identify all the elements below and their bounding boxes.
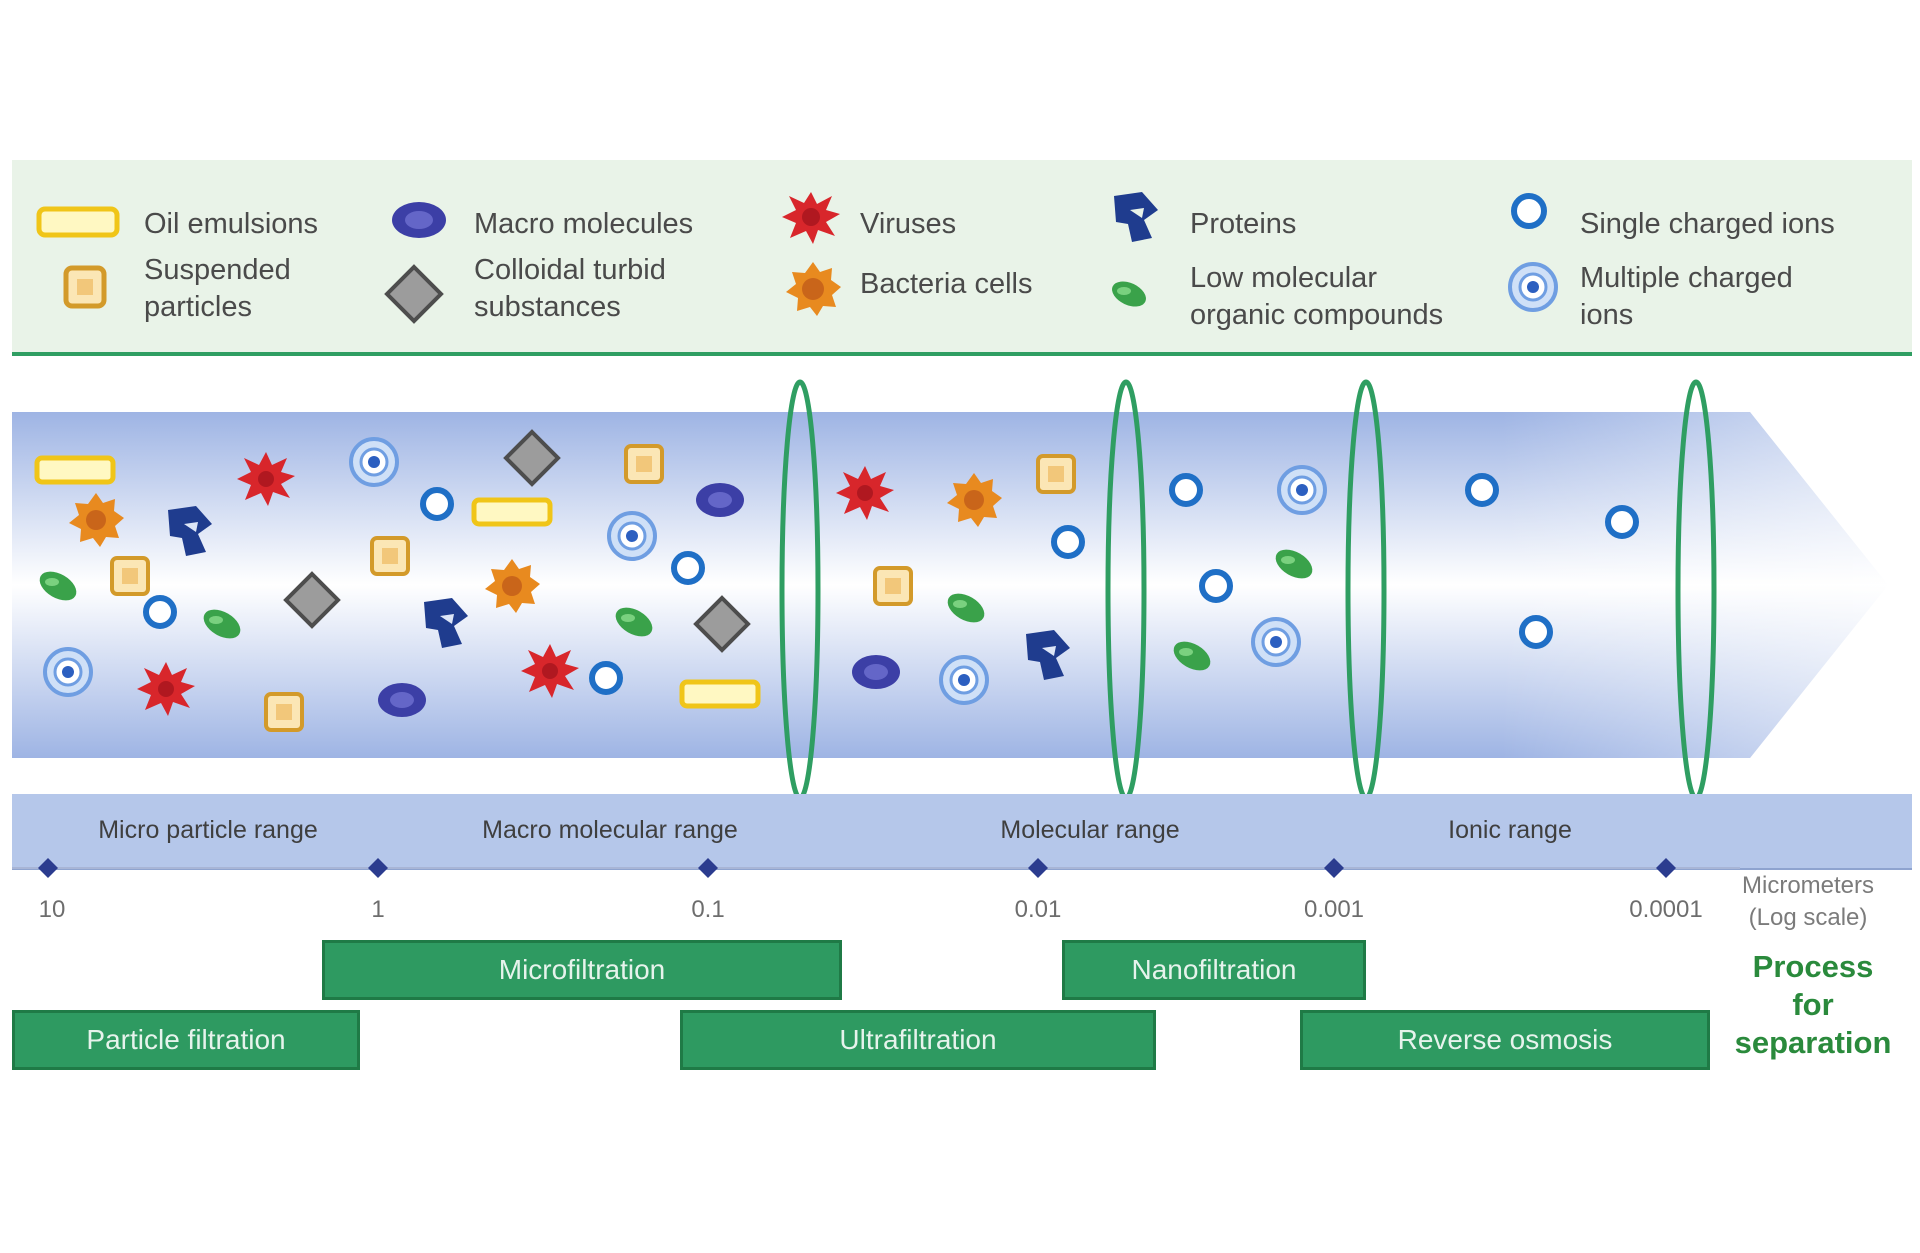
- colloidal-substance-icon: [283, 571, 341, 629]
- legend-label-macro-molecules: Macro molecules: [474, 208, 694, 240]
- process-microfiltration: Microfiltration: [322, 940, 842, 1000]
- legend-label-single-ions: Single charged ions: [1580, 208, 1835, 240]
- bacteria-icon: [786, 262, 841, 316]
- tick-label-0-0001: 0.0001: [1629, 896, 1703, 923]
- multiple-charged-ion-icon: [607, 511, 657, 561]
- legend-label-oil-emulsions: Oil emulsions: [144, 208, 319, 240]
- macro-molecule-icon: [392, 202, 446, 238]
- organic-compound-icon: [39, 571, 77, 601]
- oil-emulsion-icon: [34, 455, 116, 485]
- axis-unit-label: Micrometers (Log scale): [1742, 872, 1875, 931]
- virus-icon: [237, 452, 295, 506]
- particle-group: [34, 429, 1639, 732]
- virus-icon: [521, 644, 579, 698]
- single-charged-ion-icon: [589, 661, 623, 695]
- single-charged-ion-icon: [1051, 525, 1085, 559]
- separation-pipe: [12, 379, 1888, 801]
- single-charged-ion-icon: [143, 595, 177, 629]
- multiple-charged-ion-icon: [939, 655, 989, 705]
- suspended-particle-icon: [110, 556, 150, 596]
- organic-compound-icon: [1112, 281, 1146, 307]
- single-charged-ion-icon: [1519, 615, 1553, 649]
- single-charged-ion-icon: [671, 551, 705, 585]
- colloidal-substance-icon: [693, 595, 751, 653]
- legend-label-bacteria: Bacteria cells: [860, 268, 1033, 300]
- multiple-charged-ion-icon: [1508, 262, 1558, 312]
- suspended-particle-icon: [370, 536, 410, 576]
- organic-compound-icon: [615, 607, 653, 637]
- size-axis: [12, 858, 1740, 878]
- legend-label-colloidal: Colloidal turbid substances: [474, 254, 666, 323]
- tick-label-0-1: 0.1: [691, 896, 725, 923]
- virus-icon: [836, 466, 894, 520]
- tick-marker: [368, 858, 388, 878]
- macro-molecule-icon: [852, 655, 900, 689]
- tick-label-10: 10: [38, 896, 66, 923]
- tick-marker: [38, 858, 58, 878]
- protein-icon: [1114, 192, 1158, 242]
- bacteria-icon: [485, 559, 540, 613]
- single-charged-ion-icon: [1199, 569, 1233, 603]
- range-label-molecular: Molecular range: [1000, 816, 1180, 844]
- single-charged-ion-icon: [420, 487, 454, 521]
- tick-marker: [1324, 858, 1344, 878]
- size-range-bar: [12, 794, 1912, 870]
- process-title: Process for separation: [1734, 949, 1892, 1060]
- oil-emulsion-icon: [679, 679, 761, 709]
- colloidal-substance-icon: [503, 429, 561, 487]
- single-charged-ion-icon: [1605, 505, 1639, 539]
- multiple-charged-ion-icon: [1277, 465, 1327, 515]
- multiple-charged-ion-icon: [1251, 617, 1301, 667]
- tick-label-0-001: 0.001: [1303, 896, 1365, 923]
- process-particle-filtration: Particle filtration: [12, 1010, 360, 1070]
- multiple-charged-ion-icon: [349, 437, 399, 487]
- tick-label-0-01: 0.01: [1014, 896, 1062, 923]
- single-charged-ion-icon: [1511, 193, 1547, 229]
- single-charged-ion-icon: [1465, 473, 1499, 507]
- virus-icon: [782, 192, 840, 244]
- macro-molecule-icon: [696, 483, 744, 517]
- legend-panel: [12, 160, 1912, 356]
- range-label-ionic: Ionic range: [1448, 816, 1572, 844]
- suspended-particle-icon: [264, 692, 304, 732]
- legend-label-organic-compounds: Low molecular organic compounds: [1190, 262, 1444, 331]
- bacteria-icon: [947, 473, 1002, 527]
- tick-marker: [1028, 858, 1048, 878]
- process-nanofiltration: Nanofiltration: [1062, 940, 1366, 1000]
- tick-marker: [1656, 858, 1676, 878]
- colloidal-substance-icon: [384, 264, 444, 324]
- suspended-particle-icon: [63, 265, 107, 309]
- legend-label-multiple-ions: Multiple charged ions: [1580, 262, 1793, 331]
- legend-label-viruses: Viruses: [860, 208, 957, 240]
- suspended-particle-icon: [1036, 454, 1076, 494]
- multiple-charged-ion-icon: [43, 647, 93, 697]
- bacteria-icon: [69, 493, 124, 547]
- oil-emulsion-icon: [36, 206, 120, 238]
- tick-marker: [698, 858, 718, 878]
- virus-icon: [137, 662, 195, 716]
- protein-icon: [1026, 630, 1070, 680]
- single-charged-ion-icon: [1169, 473, 1203, 507]
- process-ultrafiltration: Ultrafiltration: [680, 1010, 1156, 1070]
- suspended-particle-icon: [873, 566, 913, 606]
- protein-icon: [424, 598, 468, 648]
- range-label-macro-molecular: Macro molecular range: [482, 816, 738, 844]
- legend-label-proteins: Proteins: [1190, 208, 1297, 240]
- suspended-particle-icon: [624, 444, 664, 484]
- range-label-micro-particle: Micro particle range: [98, 816, 318, 844]
- process-reverse-osmosis: Reverse osmosis: [1300, 1010, 1710, 1070]
- macro-molecule-icon: [378, 683, 426, 717]
- protein-icon: [168, 506, 212, 556]
- tick-label-1: 1: [371, 896, 385, 923]
- organic-compound-icon: [203, 609, 241, 639]
- organic-compound-icon: [947, 593, 985, 623]
- organic-compound-icon: [1275, 549, 1313, 579]
- legend-label-suspended-particles: Suspended particles: [144, 254, 291, 323]
- organic-compound-icon: [1173, 641, 1211, 671]
- oil-emulsion-icon: [471, 497, 553, 527]
